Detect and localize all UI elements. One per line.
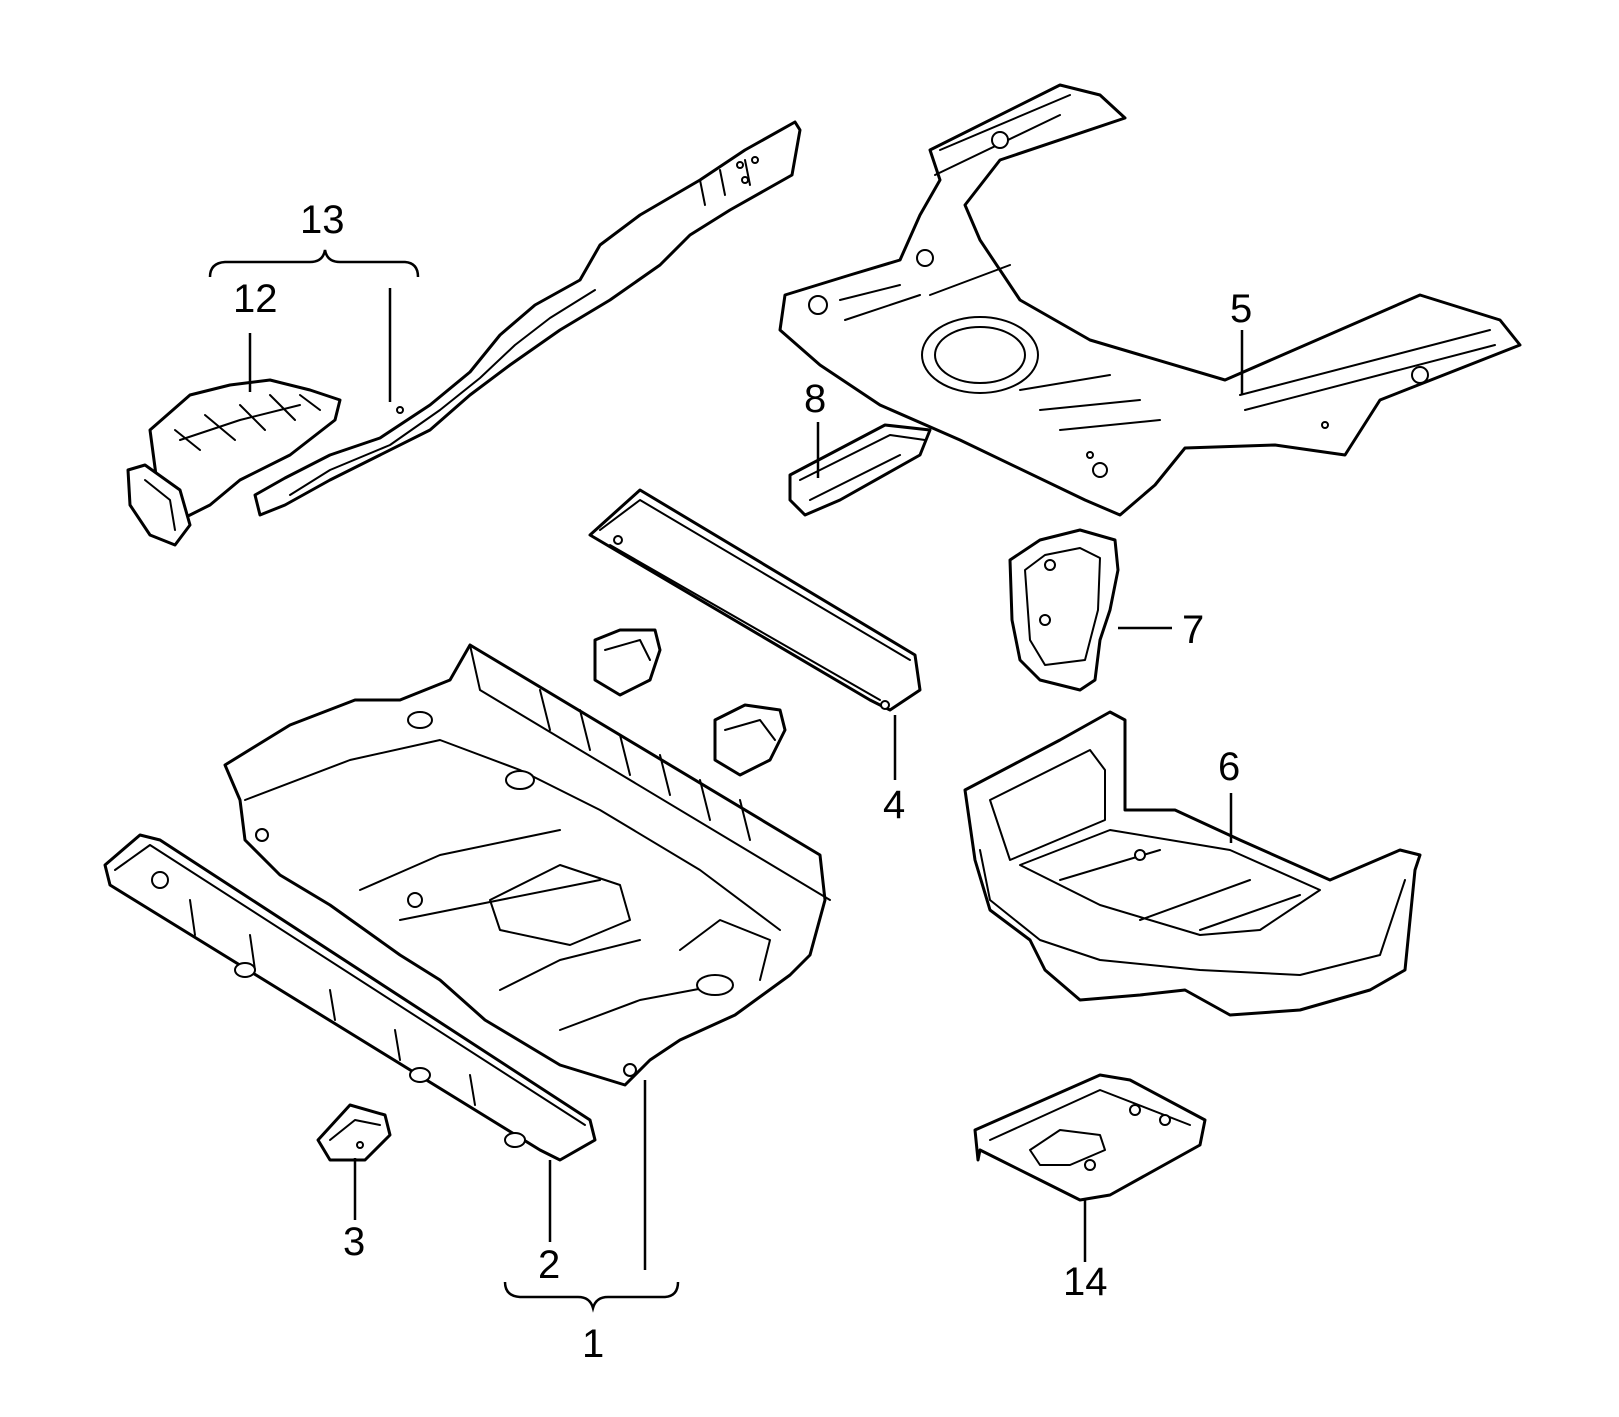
bracket-1 [503, 1281, 680, 1313]
part-3-plate [316, 1103, 392, 1162]
part-5-rear-floor [778, 83, 1522, 517]
callout-2: 2 [538, 1243, 560, 1287]
leader-lines [208, 249, 1244, 1313]
part-6-spare-tire-pan [963, 710, 1422, 1017]
callout-7: 7 [1182, 608, 1204, 652]
callout-5: 5 [1230, 287, 1252, 331]
callout-14: 14 [1063, 1260, 1108, 1304]
bracket-13 [208, 249, 420, 278]
part-8-bracket [788, 423, 932, 517]
callout-3: 3 [343, 1220, 365, 1264]
part-12-member-extension [126, 378, 342, 547]
callout-12: 12 [233, 277, 278, 321]
part-2-sill [103, 833, 597, 1162]
callout-6: 6 [1218, 745, 1240, 789]
part-14-panel [973, 1073, 1207, 1202]
floor-brackets [593, 628, 787, 777]
part-4-crossmember [588, 488, 922, 712]
callout-1: 1 [582, 1322, 604, 1366]
part-1-main-floor [223, 643, 831, 1087]
callout-8: 8 [804, 377, 826, 421]
callout-4: 4 [883, 783, 905, 827]
part-13-side-member [253, 120, 802, 517]
callout-13: 13 [300, 198, 345, 242]
part-7-gusset [1008, 528, 1120, 692]
callouts: 13 12 8 5 7 4 6 14 3 2 1 [233, 198, 1252, 1366]
